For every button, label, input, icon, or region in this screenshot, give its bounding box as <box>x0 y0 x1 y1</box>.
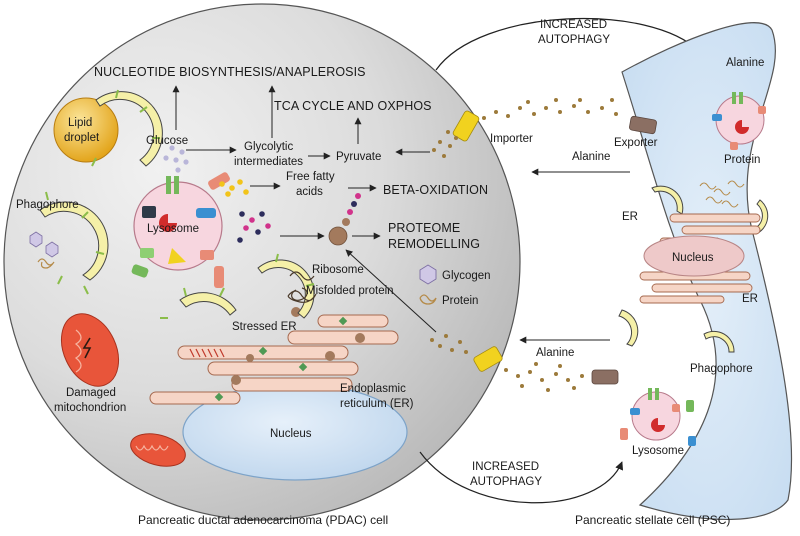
pathway-arrows <box>172 85 437 333</box>
alanine-dots-top <box>432 98 618 158</box>
psc-alanine-label: Alanine <box>726 57 764 69</box>
glycolytic-line1: Glycolytic <box>244 141 293 153</box>
lysosome-exit-transporters <box>131 172 230 288</box>
er-label-line2: reticulum (ER) <box>340 398 414 410</box>
damaged-mito-line1: Damaged <box>66 387 116 399</box>
psc-transporters <box>620 400 696 446</box>
misfolded-protein-icon <box>287 271 317 303</box>
increased-bottom-line1: INCREASED <box>472 461 539 473</box>
lipid-droplet-icon <box>53 97 119 163</box>
damaged-mito-line2: mitochondrion <box>54 402 126 414</box>
er-label-line1: Endoplasmic <box>340 383 406 395</box>
alanine-flow-bottom: Alanine <box>536 347 574 359</box>
exporter-label: Exporter <box>614 137 658 149</box>
autophagy-arrow-top <box>435 17 701 71</box>
autophagy-arrow-bottom <box>419 451 624 504</box>
increased-bottom-line2: AUTOPHAGY <box>470 476 542 488</box>
beta-oxidation-label: BETA-OXIDATION <box>383 183 488 197</box>
psc-er-label-bottom: ER <box>742 293 758 305</box>
psc-nucleus-icon <box>643 235 745 277</box>
lipid-label-line2: droplet <box>64 132 100 144</box>
fatty-acid-dots <box>219 179 249 197</box>
ffa-line1: Free fatty <box>286 171 335 183</box>
mitochondrion-icon <box>60 313 120 387</box>
psc-er-label-top: ER <box>622 211 638 223</box>
psc-phagophore-label: Phagophore <box>690 363 753 375</box>
ffa-line2: acids <box>296 186 323 198</box>
legend-glycogen-icon <box>419 264 437 285</box>
stressed-er-label: Stressed ER <box>232 321 297 333</box>
psc-er-icon <box>639 213 761 304</box>
nucleotide-label: NUCLEOTIDE BIOSYNTHESIS/ANAPLEROSIS <box>94 65 366 79</box>
pyruvate-label: Pyruvate <box>336 151 381 163</box>
importer-top-transporter-icon <box>452 110 480 142</box>
pdac-nucleus-label: Nucleus <box>270 428 312 440</box>
legend-protein-label: Protein <box>442 295 478 307</box>
increased-top-line1: INCREASED <box>540 19 607 31</box>
alanine-dots-bottom <box>430 334 584 392</box>
importer-label: Importer <box>490 133 533 145</box>
psc-protein-cluster-icon <box>699 180 745 208</box>
amino-acid-dots <box>237 211 271 243</box>
ribosome-label: Ribosome <box>312 264 364 276</box>
psc-nucleus-label: Nucleus <box>672 252 714 264</box>
protein-icon <box>37 258 55 269</box>
glucose-label: Glucose <box>146 135 188 147</box>
psc-lysosome-top-icon <box>712 92 766 150</box>
psc-protein-label: Protein <box>724 154 760 166</box>
psc-caption: Pancreatic stellate cell (PSC) <box>575 513 730 527</box>
lipid-label-line1: Lipid <box>68 117 92 129</box>
phagophore-label: Phagophore <box>16 199 79 211</box>
stressed-er-marks <box>189 348 225 358</box>
proteome-line1: PROTEOME <box>388 221 460 235</box>
glucose-dots <box>163 145 189 173</box>
alanine-flow-top: Alanine <box>572 151 610 163</box>
phagophore-spikes <box>45 89 315 319</box>
psc-lysosome-bottom-icon <box>630 388 681 441</box>
pdac-cell <box>3 3 521 521</box>
exporter-bottom-transporter-icon <box>591 369 619 385</box>
ribosome-icon <box>231 307 365 385</box>
importer-bottom-transporter-icon <box>473 346 503 372</box>
pdac-caption: Pancreatic ductal adenocarcinoma (PDAC) … <box>138 513 388 527</box>
glycogen-icon <box>29 231 59 258</box>
increased-top-line2: AUTOPHAGY <box>538 34 610 46</box>
glycolytic-line2: intermediates <box>234 156 303 168</box>
proteome-hub-icon <box>328 193 361 246</box>
lysosome-icon <box>133 176 223 271</box>
mitochondrion-small-icon <box>130 433 186 467</box>
exporter-top-transporter-icon <box>629 115 657 135</box>
legend-glycogen-label: Glycogen <box>442 270 491 282</box>
proteome-line2: REMODELLING <box>388 237 480 251</box>
tca-label: TCA CYCLE AND OXPHOS <box>274 99 432 113</box>
misfolded-label: Misfolded protein <box>306 285 394 297</box>
lysosome-label: Lysosome <box>147 223 199 235</box>
legend-protein-icon <box>419 294 437 305</box>
psc-lysosome-label: Lysosome <box>632 445 684 457</box>
er-green-marks <box>214 316 348 402</box>
